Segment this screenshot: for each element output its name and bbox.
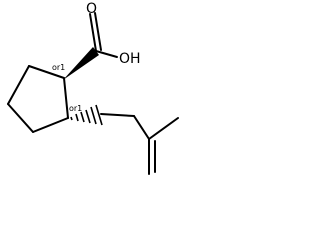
ring-bond-c5-c1: [28, 65, 65, 79]
ring-bond-c1-c2: [63, 77, 69, 119]
atom-label-oxygen: O: [86, 1, 97, 17]
carbonyl-double-bond-a: [89, 13, 97, 52]
atom-label-hydroxyl: OH: [119, 51, 141, 67]
stereo-label-c2: or1: [69, 104, 82, 113]
ring-bond-c2-c3: [32, 117, 69, 133]
structure-diagram: O OH or1 or1: [7, 1, 179, 175]
carbonyl-double-bond-b: [94, 12, 102, 51]
hashed-bond-c2-sidechain: [70, 104, 103, 126]
sidechain-bond-methyl: [148, 117, 179, 140]
sidechain-bond-1: [100, 113, 135, 117]
ring-bond-c3-c4: [7, 103, 34, 133]
sidechain-bond-2: [133, 115, 150, 140]
wedge-bond-c1-carboxyl: [63, 47, 99, 80]
stereo-label-c1: or1: [52, 63, 65, 72]
carboxyl-single-bond: [95, 50, 118, 58]
ring-bond-c4-c5: [7, 65, 30, 105]
